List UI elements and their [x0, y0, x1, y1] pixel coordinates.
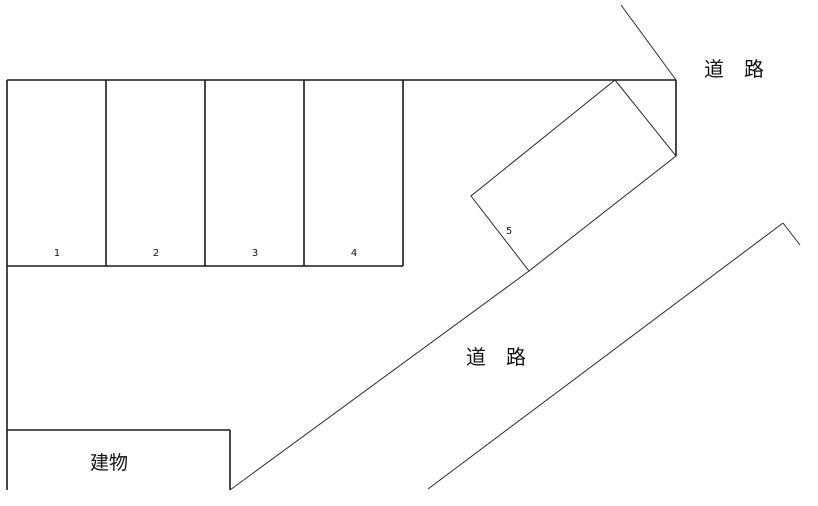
building-outline [7, 429, 231, 490]
road-label-center: 道 路 [466, 345, 526, 369]
building-label: 建物 [90, 452, 129, 474]
parking-spot-5-label: 5 [505, 226, 513, 237]
road-edge-far-diagonal [427, 222, 784, 490]
road-edge-upper-diagonal [620, 4, 677, 81]
road-label-top-right: 道 路 [704, 57, 764, 81]
parking-spot-4-label: 4 [350, 248, 358, 259]
road-edge-property-diagonal [229, 270, 530, 491]
parking-spot-3-label: 3 [251, 248, 259, 259]
parking-spot-5-outline [470, 79, 677, 272]
parking-spot-2-label: 2 [152, 248, 160, 259]
parking-spot-1-label: 1 [53, 248, 61, 259]
road-edge-far-corner [782, 222, 801, 246]
parking-row [7, 80, 404, 267]
